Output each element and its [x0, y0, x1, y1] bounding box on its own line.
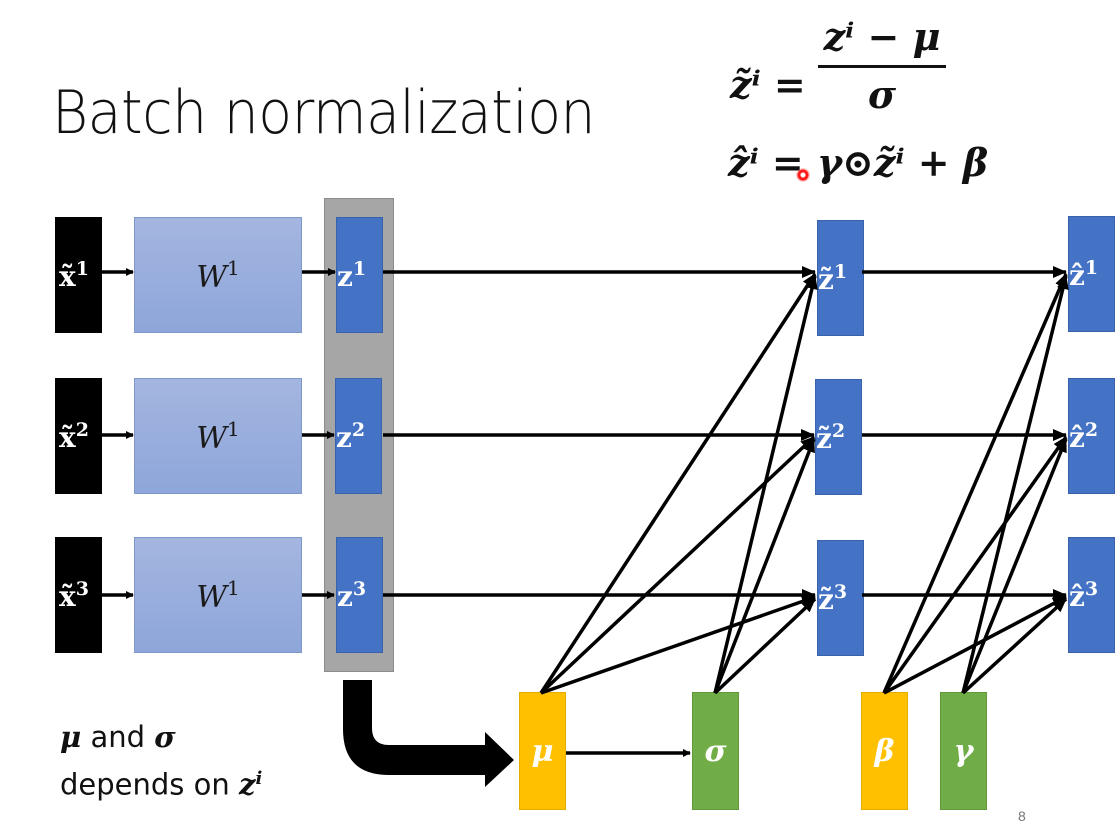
note-mu: μ: [60, 720, 82, 754]
weight-base: W: [196, 579, 228, 615]
note-z-sup: i: [255, 768, 263, 789]
note-line-2: depends on zi: [60, 758, 262, 806]
z-hat-label: ẑ1: [1069, 256, 1099, 292]
z-tilde-base: z̃: [818, 262, 834, 296]
page-number: 8: [1018, 808, 1026, 824]
beta-label: β: [874, 733, 895, 769]
input-label: x̃1: [59, 257, 89, 293]
input-label: x̃3: [59, 577, 89, 613]
z-hat-sup: 3: [1084, 577, 1099, 600]
z-base: z: [337, 259, 353, 293]
z-hat-box-2: ẑ2: [1068, 378, 1115, 494]
weight-label: W1: [196, 576, 240, 615]
arrow-gamma-zhat2: [961, 438, 1068, 694]
input-x1: x̃1: [55, 217, 102, 333]
z-sup: 1: [352, 257, 367, 280]
z-hat-sup: 2: [1084, 418, 1099, 441]
arrow-beta-zhat3: [883, 595, 1067, 695]
input-sup: 2: [75, 418, 89, 441]
mu-box: μ: [519, 692, 566, 810]
bent-arrow-to-mu: [343, 680, 514, 787]
weight-sup: 1: [227, 255, 240, 280]
note-and: and: [81, 720, 155, 754]
z-tilde-label: z̃3: [818, 580, 848, 616]
input-base: x̃: [59, 420, 76, 454]
z-hat-box-1: ẑ1: [1068, 216, 1115, 332]
arrow-beta-zhat1: [882, 273, 1068, 694]
z-tilde-sup: 1: [833, 260, 848, 283]
z-box-2: z2: [335, 378, 382, 494]
dependency-note: μ and σ depends on zi: [60, 716, 262, 806]
z-tilde-base: z̃: [818, 582, 834, 616]
weight-label: W1: [196, 256, 240, 295]
z-hat-label: ẑ3: [1069, 577, 1099, 613]
z-hat-sup: 1: [1084, 256, 1099, 279]
z-base: z: [336, 420, 352, 454]
z-tilde-base: z̃: [816, 421, 832, 455]
input-sup: 3: [75, 577, 89, 600]
slide-title: Batch normalization: [52, 78, 596, 148]
note-depends: depends on: [60, 767, 239, 802]
z-tilde-sup: 3: [833, 580, 848, 603]
z-hat-label: ẑ2: [1069, 418, 1099, 454]
weight-sup: 1: [227, 416, 240, 441]
equation-scale-shift: ẑⁱ = γ⊙z̃ⁱ + β: [728, 140, 989, 185]
z-sup: 3: [352, 577, 367, 600]
input-label: x̃2: [59, 418, 89, 454]
sigma-box: σ: [692, 692, 739, 810]
z-hat-base: ẑ: [1069, 579, 1085, 613]
z-tilde-label: z̃2: [816, 419, 846, 455]
z-label: z1: [337, 257, 367, 293]
weight-box-2: W1: [134, 378, 302, 494]
z-tilde-box-3: z̃3: [817, 540, 864, 656]
arrow-gamma-zhat1: [961, 275, 1069, 694]
arrow-mu-ztilde3: [540, 595, 816, 695]
equation-normalize-fraction: zⁱ − μ σ: [818, 14, 946, 117]
arrow-beta-zhat2: [882, 435, 1068, 695]
note-line-1: μ and σ: [60, 716, 262, 758]
gamma-box: γ: [940, 692, 987, 810]
input-x3: x̃3: [55, 537, 102, 653]
note-z: z: [238, 767, 256, 802]
z-label: z2: [336, 418, 366, 454]
weight-sup: 1: [227, 575, 240, 600]
arrow-mu-ztilde2: [539, 435, 816, 695]
note-sigma: σ: [154, 720, 176, 754]
beta-box: β: [861, 692, 908, 810]
z-hat-base: ẑ: [1069, 258, 1085, 292]
input-base: x̃: [59, 259, 76, 293]
z-label: z3: [337, 577, 367, 613]
weight-box-1: W1: [134, 217, 302, 333]
input-base: x̃: [59, 579, 76, 613]
z-tilde-box-2: z̃2: [815, 379, 862, 495]
mu-label: μ: [531, 733, 554, 769]
sigma-label: σ: [704, 733, 727, 769]
equation-numerator: zⁱ − μ: [823, 14, 941, 59]
weight-base: W: [196, 259, 228, 295]
input-x2: x̃2: [55, 378, 102, 494]
z-sup: 2: [351, 418, 366, 441]
z-tilde-sup: 2: [831, 419, 846, 442]
z-tilde-box-1: z̃1: [817, 220, 864, 336]
weight-label: W1: [196, 417, 240, 456]
arrow-gamma-zhat3: [961, 597, 1068, 695]
arrow-mu-ztilde1: [539, 273, 817, 694]
weight-box-3: W1: [134, 537, 302, 653]
arrow-sigma-ztilde1: [713, 275, 818, 694]
fraction-bar: [818, 65, 946, 68]
equation-denominator: σ: [867, 72, 897, 117]
z-box-3: z3: [336, 537, 383, 653]
laser-pointer-icon: [796, 168, 810, 182]
z-tilde-label: z̃1: [818, 260, 848, 296]
z-hat-box-3: ẑ3: [1068, 537, 1115, 653]
arrow-sigma-ztilde2: [713, 438, 816, 694]
z-box-1: z1: [336, 217, 383, 333]
z-base: z: [337, 579, 353, 613]
gamma-label: γ: [953, 733, 974, 769]
arrow-sigma-ztilde3: [713, 597, 817, 695]
z-hat-base: ẑ: [1069, 420, 1085, 454]
equation-normalize-lhs: z̃ⁱ =: [730, 62, 806, 107]
weight-base: W: [196, 420, 228, 456]
input-sup: 1: [75, 257, 89, 280]
